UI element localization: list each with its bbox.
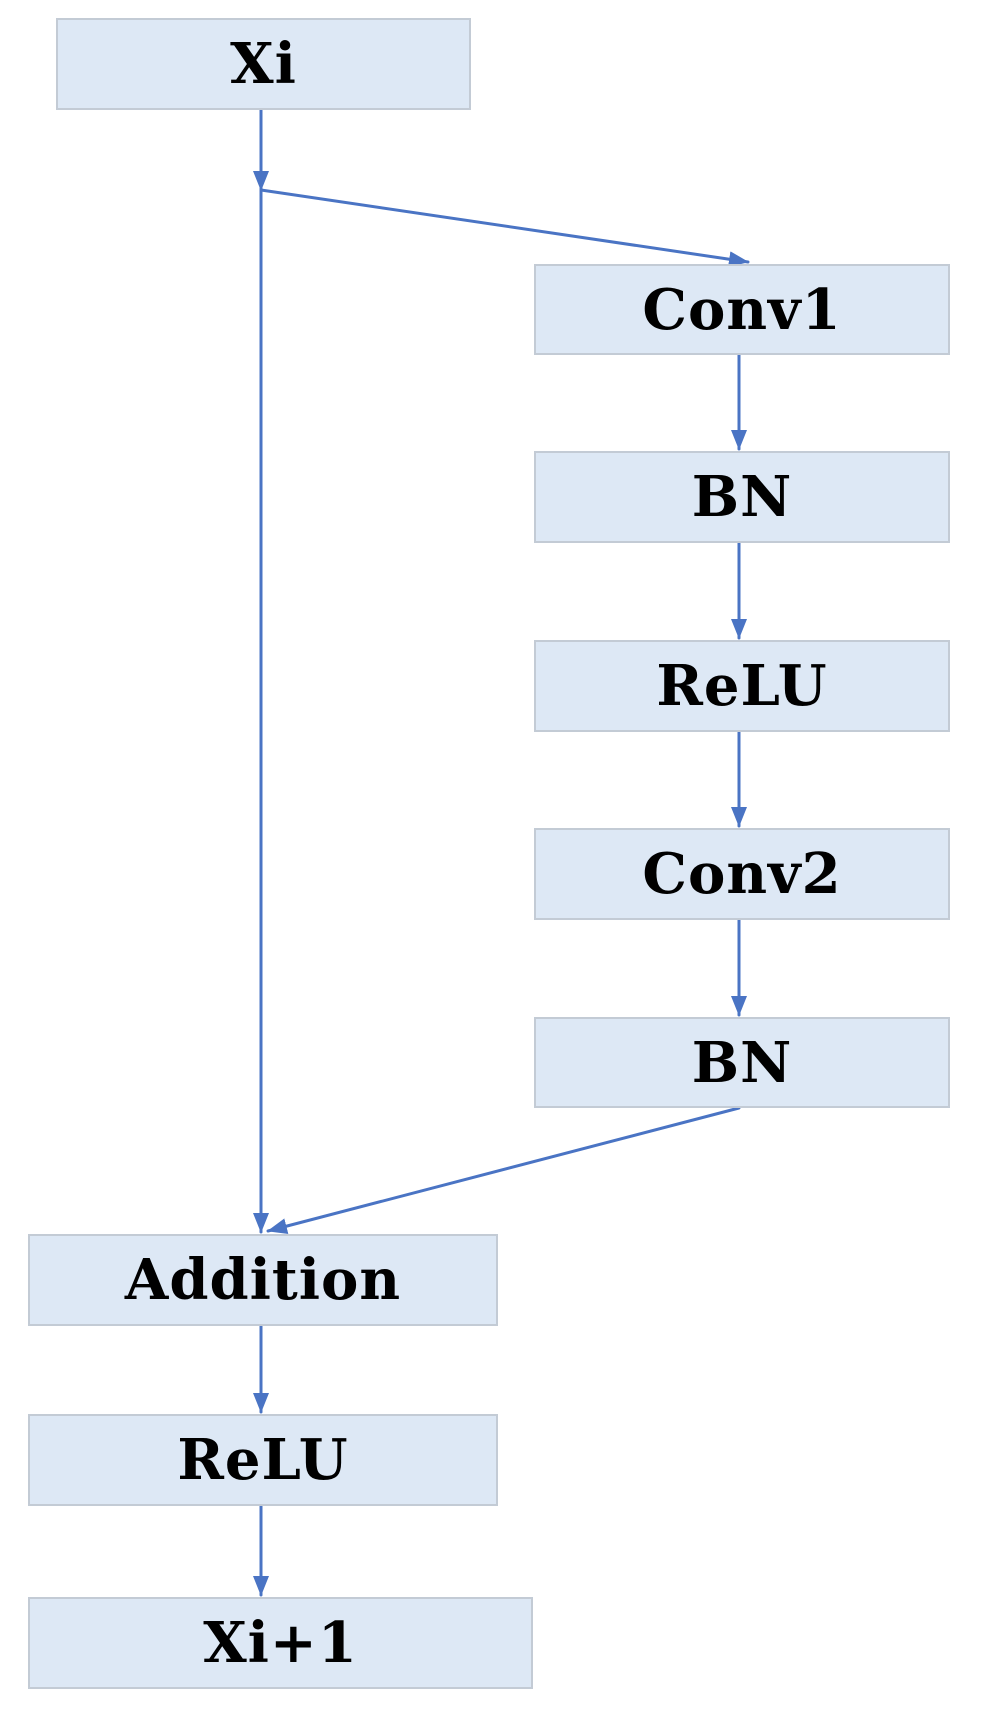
node-xi: Xi xyxy=(56,18,471,110)
node-conv1: Conv1 xyxy=(534,264,950,355)
node-xi-plus-1: Xi+1 xyxy=(28,1597,533,1689)
arrow-bn2-to-addition xyxy=(266,1106,741,1234)
arrow-split-to-conv1 xyxy=(259,188,750,268)
node-relu-2: ReLU xyxy=(28,1414,498,1506)
node-conv2: Conv2 xyxy=(534,828,950,920)
node-relu-1: ReLU xyxy=(534,640,950,732)
node-bn-1: BN xyxy=(534,451,950,543)
node-bn-2: BN xyxy=(534,1017,950,1108)
node-addition: Addition xyxy=(28,1234,498,1326)
